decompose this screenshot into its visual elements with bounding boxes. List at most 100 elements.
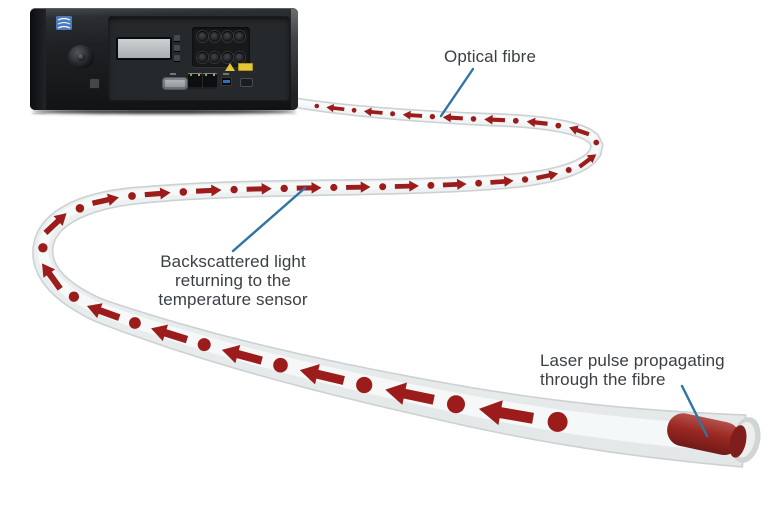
laser-warning-icon [225, 63, 235, 71]
device-left-edge [30, 9, 46, 110]
backscatter-arrow [326, 103, 345, 113]
ethernet-led [213, 74, 215, 76]
fibre-dot [390, 111, 396, 117]
serial-port [163, 78, 187, 89]
laser-label-line2: through the fibre [540, 370, 666, 389]
laser-pulse-cylinder [667, 413, 747, 458]
fibre-dot [475, 179, 482, 187]
backscatter-arrow [363, 107, 383, 117]
aux-connector [90, 79, 99, 88]
optical-fibre-leader [439, 67, 475, 118]
fibre-dot [314, 103, 320, 109]
backscatter-arrow [221, 344, 263, 365]
device-right-edge [291, 9, 298, 110]
ethernet-led [205, 74, 207, 76]
io-port [240, 78, 253, 87]
laser-warning-label [238, 63, 253, 71]
fibre-dot [68, 291, 80, 302]
fibre-channel-sockets [192, 27, 250, 67]
usb-port [221, 77, 232, 86]
backscatter-arrow [346, 181, 371, 193]
port-label-mark [223, 73, 229, 75]
fibre-dot [179, 188, 188, 196]
device-shadow [32, 109, 296, 114]
backscattered-light-arrows [38, 103, 600, 432]
fibre-dot [273, 357, 288, 373]
fibre-dot [565, 167, 572, 173]
leader-lines [231, 67, 709, 438]
optical-fibre-highlight [37, 96, 745, 453]
backscatter-arrow [43, 213, 67, 235]
fibre-dot [38, 243, 48, 253]
fibre-dot [280, 184, 288, 193]
fibre-dot [129, 317, 141, 329]
backscatter-arrow [151, 324, 189, 344]
optical-connector-knob [68, 45, 94, 69]
fibre-dot [356, 376, 373, 394]
fibre-socket [197, 31, 208, 42]
ethernet-port [188, 73, 202, 89]
backscatter-label-line1: Backscattered light [160, 252, 306, 271]
laser-pulse-body [667, 413, 741, 455]
backscatter-arrow [484, 114, 506, 125]
panel-buttons [174, 35, 182, 65]
fibre-socket [221, 52, 233, 63]
fibre-socket [209, 52, 221, 63]
backscatter-arrow [91, 193, 119, 206]
backscatter-leader [231, 186, 307, 253]
fibre-dot [197, 338, 211, 352]
temperature-sensor-unit [30, 8, 298, 110]
fibre-dot [470, 116, 477, 122]
lcd-display [116, 37, 172, 60]
backscatter-arrow [402, 110, 423, 120]
fibre-dot [521, 176, 529, 183]
ethernet-led [190, 74, 192, 76]
fibre-dot [128, 192, 136, 200]
panel-button [174, 45, 180, 51]
backscatter-arrow [478, 400, 535, 426]
fibre-dot [447, 395, 465, 414]
backscatter-arrow [144, 187, 171, 200]
backscatter-label-line3: temperature sensor [158, 290, 308, 309]
fibre-socket [233, 52, 245, 63]
fibre-dot [230, 185, 238, 194]
backscatter-arrow [536, 170, 559, 181]
backscatter-arrow [296, 182, 322, 194]
fibre-dot [75, 204, 85, 213]
fibre-dot [351, 107, 357, 113]
ethernet-led [198, 74, 200, 76]
device-front-panel [108, 16, 290, 101]
fibre-socket [233, 31, 245, 42]
backscatter-arrow [195, 184, 222, 197]
backscatter-arrow [246, 183, 272, 195]
laser-pulse-leader [680, 384, 709, 438]
laser-pulse-label: Laser pulse propagating through the fibr… [540, 351, 725, 389]
fibre-dot [379, 183, 387, 191]
fibre-dot [547, 411, 568, 432]
backscatter-arrow [299, 364, 345, 385]
fibre-socket [209, 31, 221, 42]
fibre-dot [512, 117, 519, 124]
fibre-socket [197, 52, 208, 63]
backscatter-arrow [442, 113, 463, 123]
backscatter-arrow [490, 176, 514, 187]
optical-fibre-label: Optical fibre [444, 47, 537, 66]
backscatter-arrow [394, 180, 419, 192]
fibre-dot [593, 139, 600, 146]
backscatter-arrow [526, 117, 548, 128]
fibre-socket [221, 31, 233, 42]
port-label-mark [170, 73, 176, 75]
laser-pulse-face [729, 425, 747, 458]
backscattered-light-label: Backscattered light returning to the tem… [128, 252, 338, 309]
backscatter-arrow [578, 154, 597, 169]
fibre-dot [330, 183, 338, 192]
fibre-dot [427, 181, 435, 189]
backscatter-arrow [385, 382, 435, 405]
backscatter-arrow [86, 303, 121, 321]
laser-label-line1: Laser pulse propagating [540, 351, 725, 370]
panel-button [174, 55, 180, 61]
backscatter-arrow [41, 263, 63, 291]
backscatter-label-line2: returning to the [175, 271, 291, 290]
